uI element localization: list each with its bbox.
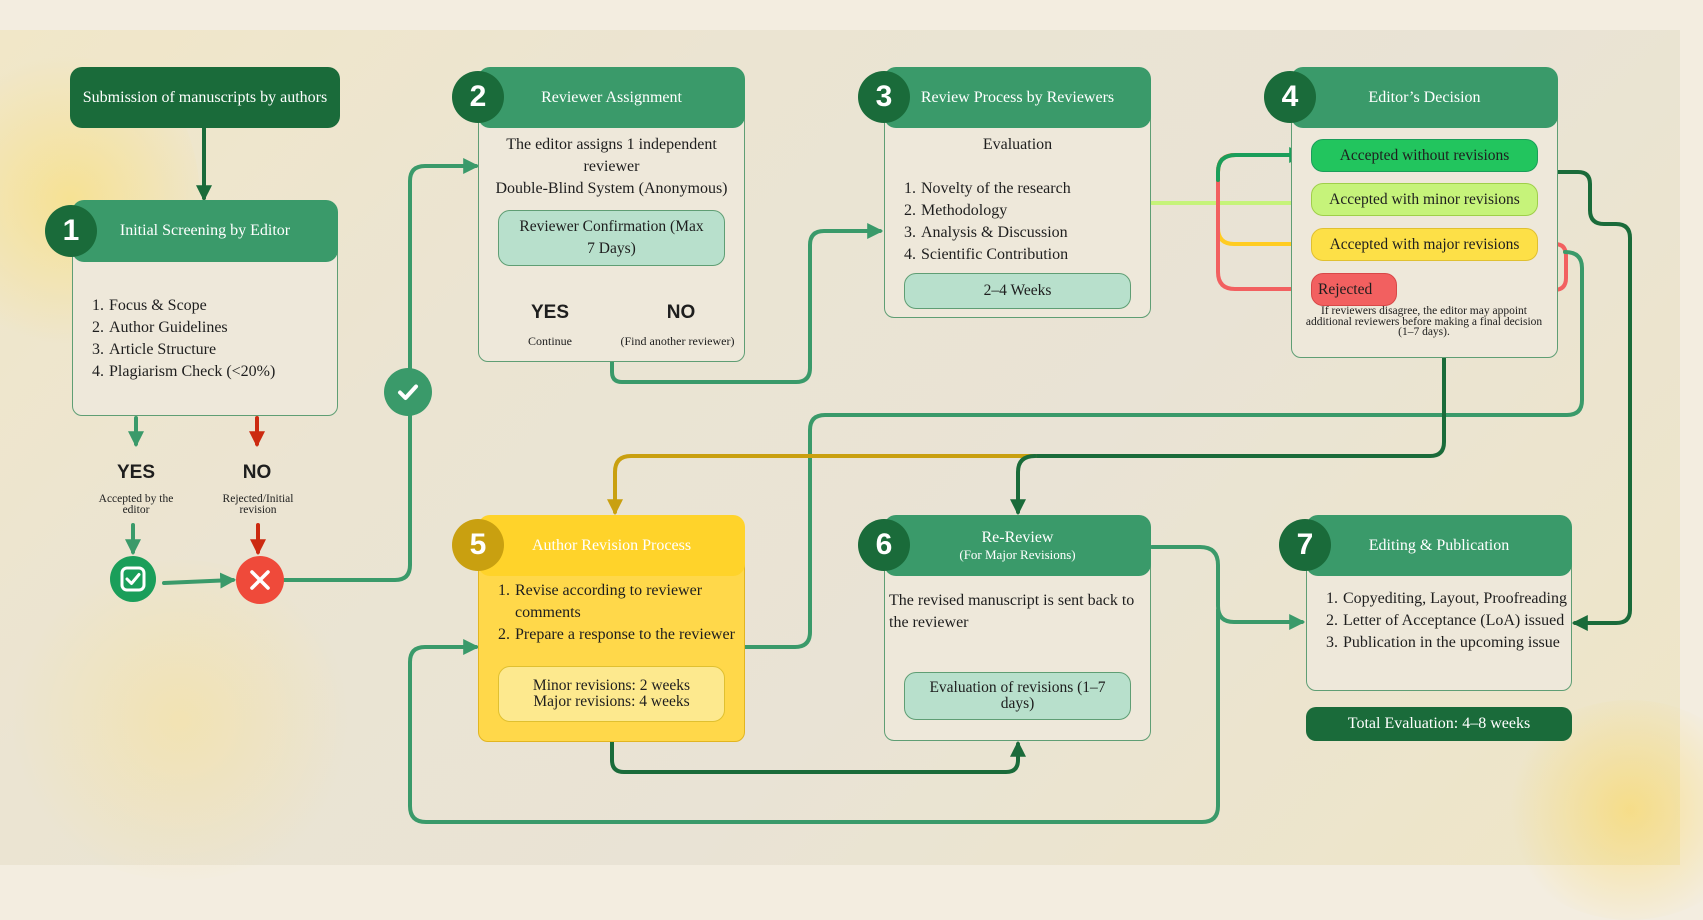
re-review-evaluation: Evaluation of revisions (1–7 days) [904, 672, 1131, 720]
reviewer-confirmation: Reviewer Confirmation (Max 7 Days) [498, 210, 725, 266]
step6-subtitle: (For Major Revisions) [959, 546, 1076, 562]
step3-header: Review Process by Reviewers [884, 67, 1151, 128]
step1-title: Initial Screening by Editor [119, 222, 291, 239]
step3-title: Review Process by Reviewers [920, 88, 1115, 106]
list-item: Copyediting, Layout, Proofreading [1342, 588, 1569, 610]
step5-header: Author Revision Process [478, 515, 745, 576]
step6-header: Re-Review (For Major Revisions) [884, 515, 1151, 576]
list-item: Plagiarism Check (<20%) [108, 361, 330, 383]
list-item: Revise according to reviewer comments [514, 580, 736, 624]
step1-no: NO [242, 462, 272, 483]
step7-title: Editing & Publication [1368, 536, 1510, 554]
major-revision-duration: Major revisions: 4 weeks [533, 693, 690, 710]
connector-layer [125, 126, 1632, 824]
step4-title: Editor’s Decision [1368, 88, 1481, 106]
list-item: Novelty of the research [920, 178, 1142, 200]
step4-note: If reviewers disagree, the editor may ap… [1305, 305, 1543, 338]
total-evaluation: Total Evaluation: 4–8 weeks [1306, 707, 1572, 741]
list-item: Letter of Acceptance (LoA) issued [1342, 610, 1569, 632]
re-review-evaluation-label: Evaluation of revisions (1–7 days) [929, 679, 1106, 712]
decision-minor: Accepted with minor revisions [1311, 183, 1538, 216]
total-evaluation-label: Total Evaluation: 4–8 weeks [1347, 715, 1531, 732]
step2-line2: Double-Blind System (Anonymous) [495, 180, 728, 197]
step6-title: Re-Review [981, 528, 1054, 546]
decision-accepted: Accepted without revisions [1311, 139, 1538, 172]
start-node: Submission of manuscripts by authors [70, 67, 340, 128]
list-item: Prepare a response to the reviewer [514, 624, 736, 646]
step3-number: 3 [858, 71, 910, 123]
reviewer-confirmation-label: Reviewer Confirmation (Max 7 Days) [519, 218, 704, 257]
review-duration-label: 2–4 Weeks [983, 282, 1052, 299]
list-item: Analysis & Discussion [920, 222, 1142, 244]
step2-title: Reviewer Assignment [541, 88, 682, 106]
list-item: Author Guidelines [108, 317, 330, 339]
list-item: Focus & Scope [108, 295, 330, 317]
checkbox-icon [110, 556, 156, 602]
list-item: Article Structure [108, 339, 330, 361]
start-label: Submission of manuscripts by authors [82, 88, 328, 106]
step5-tasks: Revise according to reviewer comments Pr… [496, 580, 736, 646]
list-item: Publication in the upcoming issue [1342, 632, 1569, 654]
minor-revision-duration: Minor revisions: 2 weeks [532, 677, 691, 694]
list-item: Methodology [920, 200, 1142, 222]
decision-minor-label: Accepted with minor revisions [1329, 190, 1520, 208]
check-circle-icon [384, 368, 432, 416]
step2-yes: YES [530, 302, 570, 323]
step6-number: 6 [858, 519, 910, 571]
step2-number: 2 [452, 71, 504, 123]
x-circle-icon [236, 556, 284, 604]
decision-major: Accepted with major revisions [1311, 228, 1538, 261]
step2-line1: The editor assigns 1 independent reviewe… [506, 136, 717, 175]
step5-title: Author Revision Process [531, 536, 692, 554]
step3-criteria: Novelty of the research Methodology Anal… [902, 178, 1142, 266]
review-duration: 2–4 Weeks [904, 273, 1131, 309]
decision-rejected: Rejected [1311, 273, 1397, 306]
step3-subtitle: Evaluation [982, 136, 1053, 153]
step6-body: The revised manuscript is sent back to t… [889, 592, 1135, 631]
step2-no-note: (Find another reviewer) [620, 334, 735, 348]
list-item: Scientific Contribution [920, 244, 1142, 266]
step4-header: Editor’s Decision [1291, 67, 1558, 128]
step2-header: Reviewer Assignment [478, 67, 745, 128]
decision-accepted-label: Accepted without revisions [1339, 146, 1510, 164]
step1-header: Initial Screening by Editor [72, 200, 338, 262]
step1-checklist: Focus & Scope Author Guidelines Article … [90, 295, 330, 383]
step1-no-note: Rejected/Initial revision [222, 493, 294, 516]
decision-major-label: Accepted with major revisions [1329, 235, 1520, 253]
step2-yes-note: Continue [528, 334, 572, 348]
step2-no: NO [666, 302, 696, 323]
step1-yes-note: Accepted by the editor [98, 493, 174, 516]
decision-rejected-label: Rejected [1318, 280, 1373, 298]
step4-number: 4 [1264, 71, 1316, 123]
step7-tasks: Copyediting, Layout, Proofreading Letter… [1324, 588, 1569, 654]
background-glow [0, 560, 360, 880]
step1-yes: YES [116, 462, 156, 483]
step1-number: 1 [45, 205, 97, 257]
revision-durations: Minor revisions: 2 weeks Major revisions… [498, 666, 725, 722]
step7-header: Editing & Publication [1306, 515, 1572, 576]
step7-number: 7 [1279, 519, 1331, 571]
step5-number: 5 [452, 519, 504, 571]
